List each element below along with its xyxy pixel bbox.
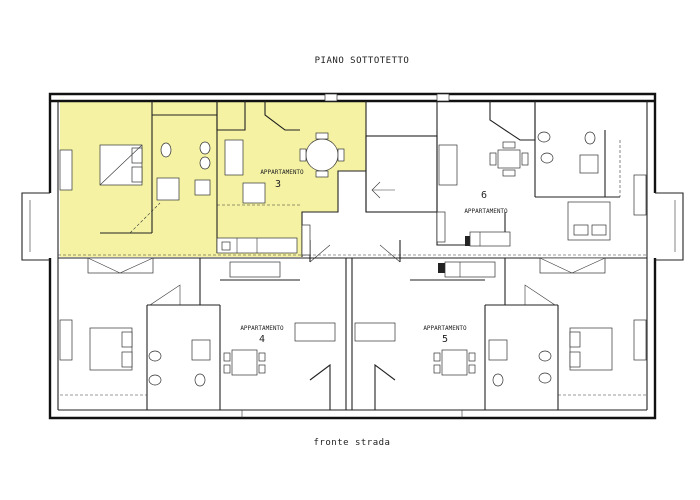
windows xyxy=(59,149,647,418)
bathroom-fixtures xyxy=(148,131,599,387)
apartment-3-number: 3 xyxy=(275,179,281,190)
kitchen-counters xyxy=(216,231,511,278)
sofas xyxy=(156,139,458,342)
apartment-6-number: 6 xyxy=(481,190,487,201)
apartment-3-highlight xyxy=(60,101,366,257)
apartment-3-label: APPARTAMENTO xyxy=(260,169,304,176)
street-label: fronte strada xyxy=(314,438,391,448)
apartment-4-label: APPARTAMENTO xyxy=(240,325,284,332)
outer-walls xyxy=(21,92,684,420)
dining-tables xyxy=(223,132,529,376)
stairs xyxy=(301,211,474,273)
entry-arrow xyxy=(371,181,395,199)
apartment-6-label: APPARTAMENTO xyxy=(464,208,508,215)
apartment-4-number: 4 xyxy=(259,334,265,345)
apartment-5-label: APPARTAMENTO xyxy=(423,325,467,332)
interior-walls xyxy=(60,101,647,410)
apartment-5-number: 5 xyxy=(442,334,448,345)
beds xyxy=(89,144,613,371)
floor-title: PIANO SOTTOTETTO xyxy=(315,56,410,66)
